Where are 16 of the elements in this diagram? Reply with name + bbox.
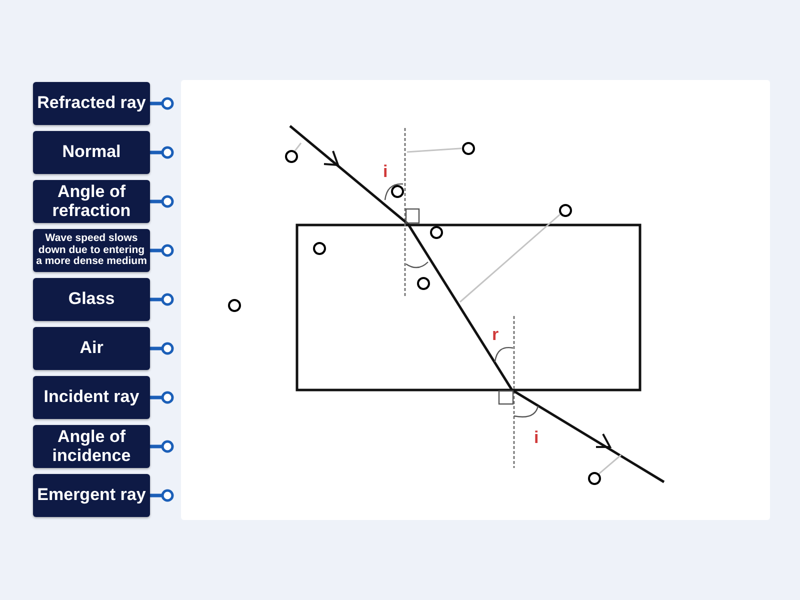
answer-card: Glass [33, 278, 150, 321]
angle-label: i [534, 429, 539, 446]
answer-card: Air [33, 327, 150, 370]
angle-label: i [383, 163, 388, 180]
answer-card: Refracted ray [33, 82, 150, 125]
answer-card: Incident ray [33, 376, 150, 419]
leader-line [460, 214, 561, 303]
leader-line [406, 148, 462, 153]
answer-card: Angle of refraction [33, 180, 150, 223]
answer-card: Angle of incidence [33, 425, 150, 468]
answer-card: Emergent ray [33, 474, 150, 517]
answer-card: Normal [33, 131, 150, 174]
answer-card: Wave speed slows down due to entering a more dense medium [33, 229, 150, 272]
leader-line [294, 142, 302, 152]
angle-label: r [492, 326, 499, 343]
leader-line [598, 454, 622, 474]
